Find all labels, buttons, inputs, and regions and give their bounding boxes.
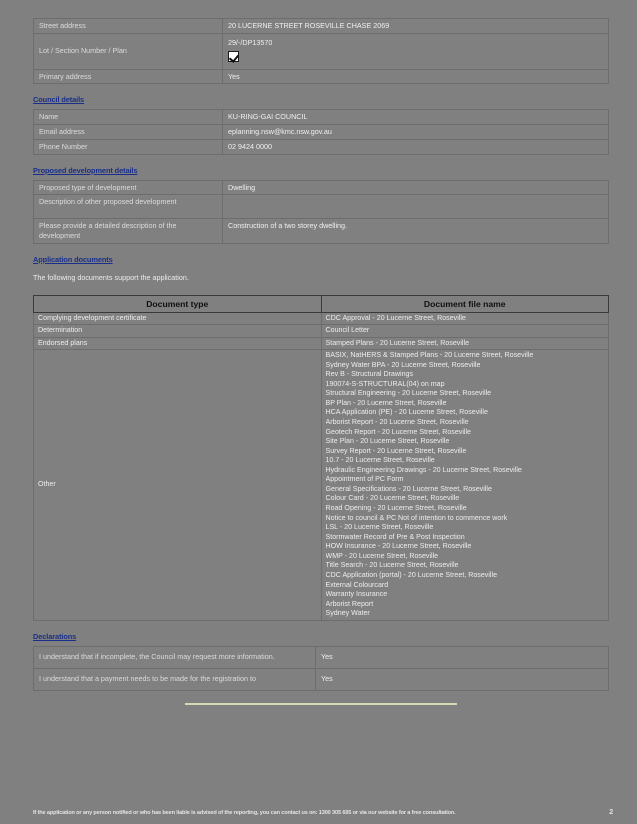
proposed-development-table: Proposed type of development Dwelling De… (33, 179, 609, 244)
development-detailed-description-value: Construction of a two storey dwelling. (222, 218, 609, 244)
development-other-description-value (222, 194, 609, 220)
list-item: Structural Engineering - 20 Lucerne Stre… (325, 389, 492, 398)
list-item: 10.7 - 20 Lucerne Street, Roseville (325, 456, 435, 465)
declaration-payment-value: Yes (315, 667, 609, 691)
list-item: Arborist Report - 20 Lucerne Street, Ros… (325, 417, 469, 426)
list-item: Appointment of PC Form (325, 475, 404, 484)
table-row: Name KU-RING-GAI COUNCIL (33, 109, 609, 126)
list-item: Title Search - 20 Lucerne Street, Rosevi… (325, 561, 459, 570)
council-name-label: Name (33, 109, 223, 126)
list-item: Hydraulic Engineering Drawings - 20 Luce… (325, 465, 522, 474)
list-item: Survey Report - 20 Lucerne Street, Rosev… (325, 446, 467, 455)
list-item: LSL - 20 Lucerne Street, Roseville (325, 523, 434, 532)
list-item: BP Plan - 20 Lucerne Street, Roseville (325, 398, 447, 407)
council-details-heading: Council details (33, 95, 85, 105)
table-row: Endorsed plans Stamped Plans - 20 Lucern… (33, 336, 609, 351)
column-header-document-file-name: Document file name (320, 294, 609, 313)
list-item: Site Plan - 20 Lucerne Street, Roseville (325, 437, 450, 446)
footer-text: If the application or any person notifie… (33, 810, 456, 816)
council-name-value: KU-RING-GAI COUNCIL (222, 109, 609, 126)
page-footer: If the application or any person notifie… (33, 809, 613, 816)
list-item: Notice to council & PC Not of intention … (325, 513, 508, 522)
council-details-table: Name KU-RING-GAI COUNCIL Email address e… (33, 109, 609, 155)
development-detailed-description-label: Please provide a detailed description of… (33, 218, 223, 244)
list-item: Geotech Report - 20 Lucerne Street, Rose… (325, 427, 472, 436)
list-item: External Colourcard (325, 580, 389, 589)
primary-address-value: Yes (222, 68, 609, 85)
table-row: Please provide a detailed description of… (33, 218, 609, 244)
list-item: Sydney Water BPA - 20 Lucerne Street, Ro… (325, 360, 481, 369)
declaration-payment-label: I understand that a payment needs to be … (33, 667, 316, 691)
table-header-row: Document type Document file name (33, 294, 609, 313)
list-item: 190074-S-STRUCTURAL(04) on map (325, 379, 445, 388)
document-file-cdc: CDC Approval - 20 Lucerne Street, Rosevi… (320, 311, 609, 326)
other-documents-list: BASIX, NatHERS & Stamped Plans - 20 Luce… (326, 351, 605, 619)
checkbox-checked-icon[interactable] (228, 50, 239, 62)
table-row: Determination Council Letter (33, 324, 609, 338)
list-item: CDC Application (portal) - 20 Lucerne St… (325, 570, 498, 579)
footer-divider (185, 702, 457, 705)
development-type-label: Proposed type of development (33, 179, 223, 196)
lot-section-plan-label: Lot / Section Number / Plan (33, 32, 223, 70)
council-email-label: Email address (33, 124, 223, 140)
lot-section-plan-value: 29/-/DP13570 (222, 32, 609, 70)
development-type-value: Dwelling (222, 179, 609, 196)
table-row: Email address eplanning.nsw@kmc.nsw.gov.… (33, 124, 609, 140)
list-item: Sydney Water (325, 609, 370, 618)
document-file-determination: Council Letter (320, 324, 609, 338)
table-row: Lot / Section Number / Plan 29/-/DP13570 (33, 32, 609, 70)
council-phone-value: 02 9424 0000 (222, 138, 609, 155)
street-address-label: Street address (33, 18, 223, 34)
application-documents-heading: Application documents (33, 254, 113, 264)
document-file-other-list: BASIX, NatHERS & Stamped Plans - 20 Luce… (320, 349, 609, 621)
list-item: General Specifications - 20 Lucerne Stre… (325, 484, 492, 493)
list-item: Arborist Report (325, 599, 374, 608)
list-item: HCA Application (PE) - 20 Lucerne Street… (325, 408, 488, 417)
document-type-determination: Determination (33, 324, 322, 338)
table-row: Other BASIX, NatHERS & Stamped Plans - 2… (33, 349, 609, 621)
table-row: Complying development certificate CDC Ap… (33, 311, 609, 326)
list-item: Colour Card - 20 Lucerne Street, Rosevil… (325, 494, 460, 503)
list-item: Stormwater Record of Pre & Post Inspecti… (325, 532, 465, 541)
list-item: Rev B - Structural Drawings (325, 370, 414, 379)
declarations-table: I understand that if incomplete, the Cou… (33, 645, 609, 691)
council-email-value: eplanning.nsw@kmc.nsw.gov.au (222, 124, 609, 140)
table-row: Primary address Yes (33, 68, 609, 85)
declaration-incomplete-value: Yes (315, 645, 609, 669)
declaration-incomplete-label: I understand that if incomplete, the Cou… (33, 645, 316, 669)
table-row: Description of other proposed developmen… (33, 194, 609, 220)
application-documents-intro: The following documents support the appl… (33, 272, 189, 282)
street-address-value: 20 LUCERNE STREET ROSEVILLE CHASE 2069 (222, 18, 609, 34)
proposed-development-heading: Proposed development details (33, 165, 138, 175)
property-details-table: Street address 20 LUCERNE STREET ROSEVIL… (33, 18, 609, 85)
list-item: BASIX, NatHERS & Stamped Plans - 20 Luce… (325, 351, 534, 360)
development-other-description-label: Description of other proposed developmen… (33, 194, 223, 220)
list-item: Warranty Insurance (325, 590, 388, 599)
council-phone-label: Phone Number (33, 138, 223, 155)
list-item: HOW Insurance - 20 Lucerne Street, Rosev… (325, 542, 472, 551)
declarations-heading: Declarations (33, 631, 77, 641)
table-row: Proposed type of development Dwelling (33, 179, 609, 196)
table-row: I understand that if incomplete, the Cou… (33, 645, 609, 669)
list-item: Road Opening - 20 Lucerne Street, Rosevi… (325, 504, 467, 513)
lot-section-plan-text: 29/-/DP13570 (228, 38, 273, 47)
document-file-endorsed-plans: Stamped Plans - 20 Lucerne Street, Rosev… (320, 336, 609, 351)
table-row: I understand that a payment needs to be … (33, 667, 609, 691)
table-row: Street address 20 LUCERNE STREET ROSEVIL… (33, 18, 609, 34)
application-documents-table: Document type Document file name Complyi… (33, 294, 609, 621)
list-item: WMP - 20 Lucerne Street, Roseville (325, 551, 439, 560)
primary-address-label: Primary address (33, 68, 223, 85)
document-type-other: Other (33, 349, 322, 621)
document-type-endorsed-plans: Endorsed plans (33, 336, 322, 351)
column-header-document-type: Document type (33, 294, 322, 313)
document-type-cdc: Complying development certificate (33, 311, 322, 326)
table-row: Phone Number 02 9424 0000 (33, 138, 609, 155)
page-number: 2 (609, 809, 613, 816)
